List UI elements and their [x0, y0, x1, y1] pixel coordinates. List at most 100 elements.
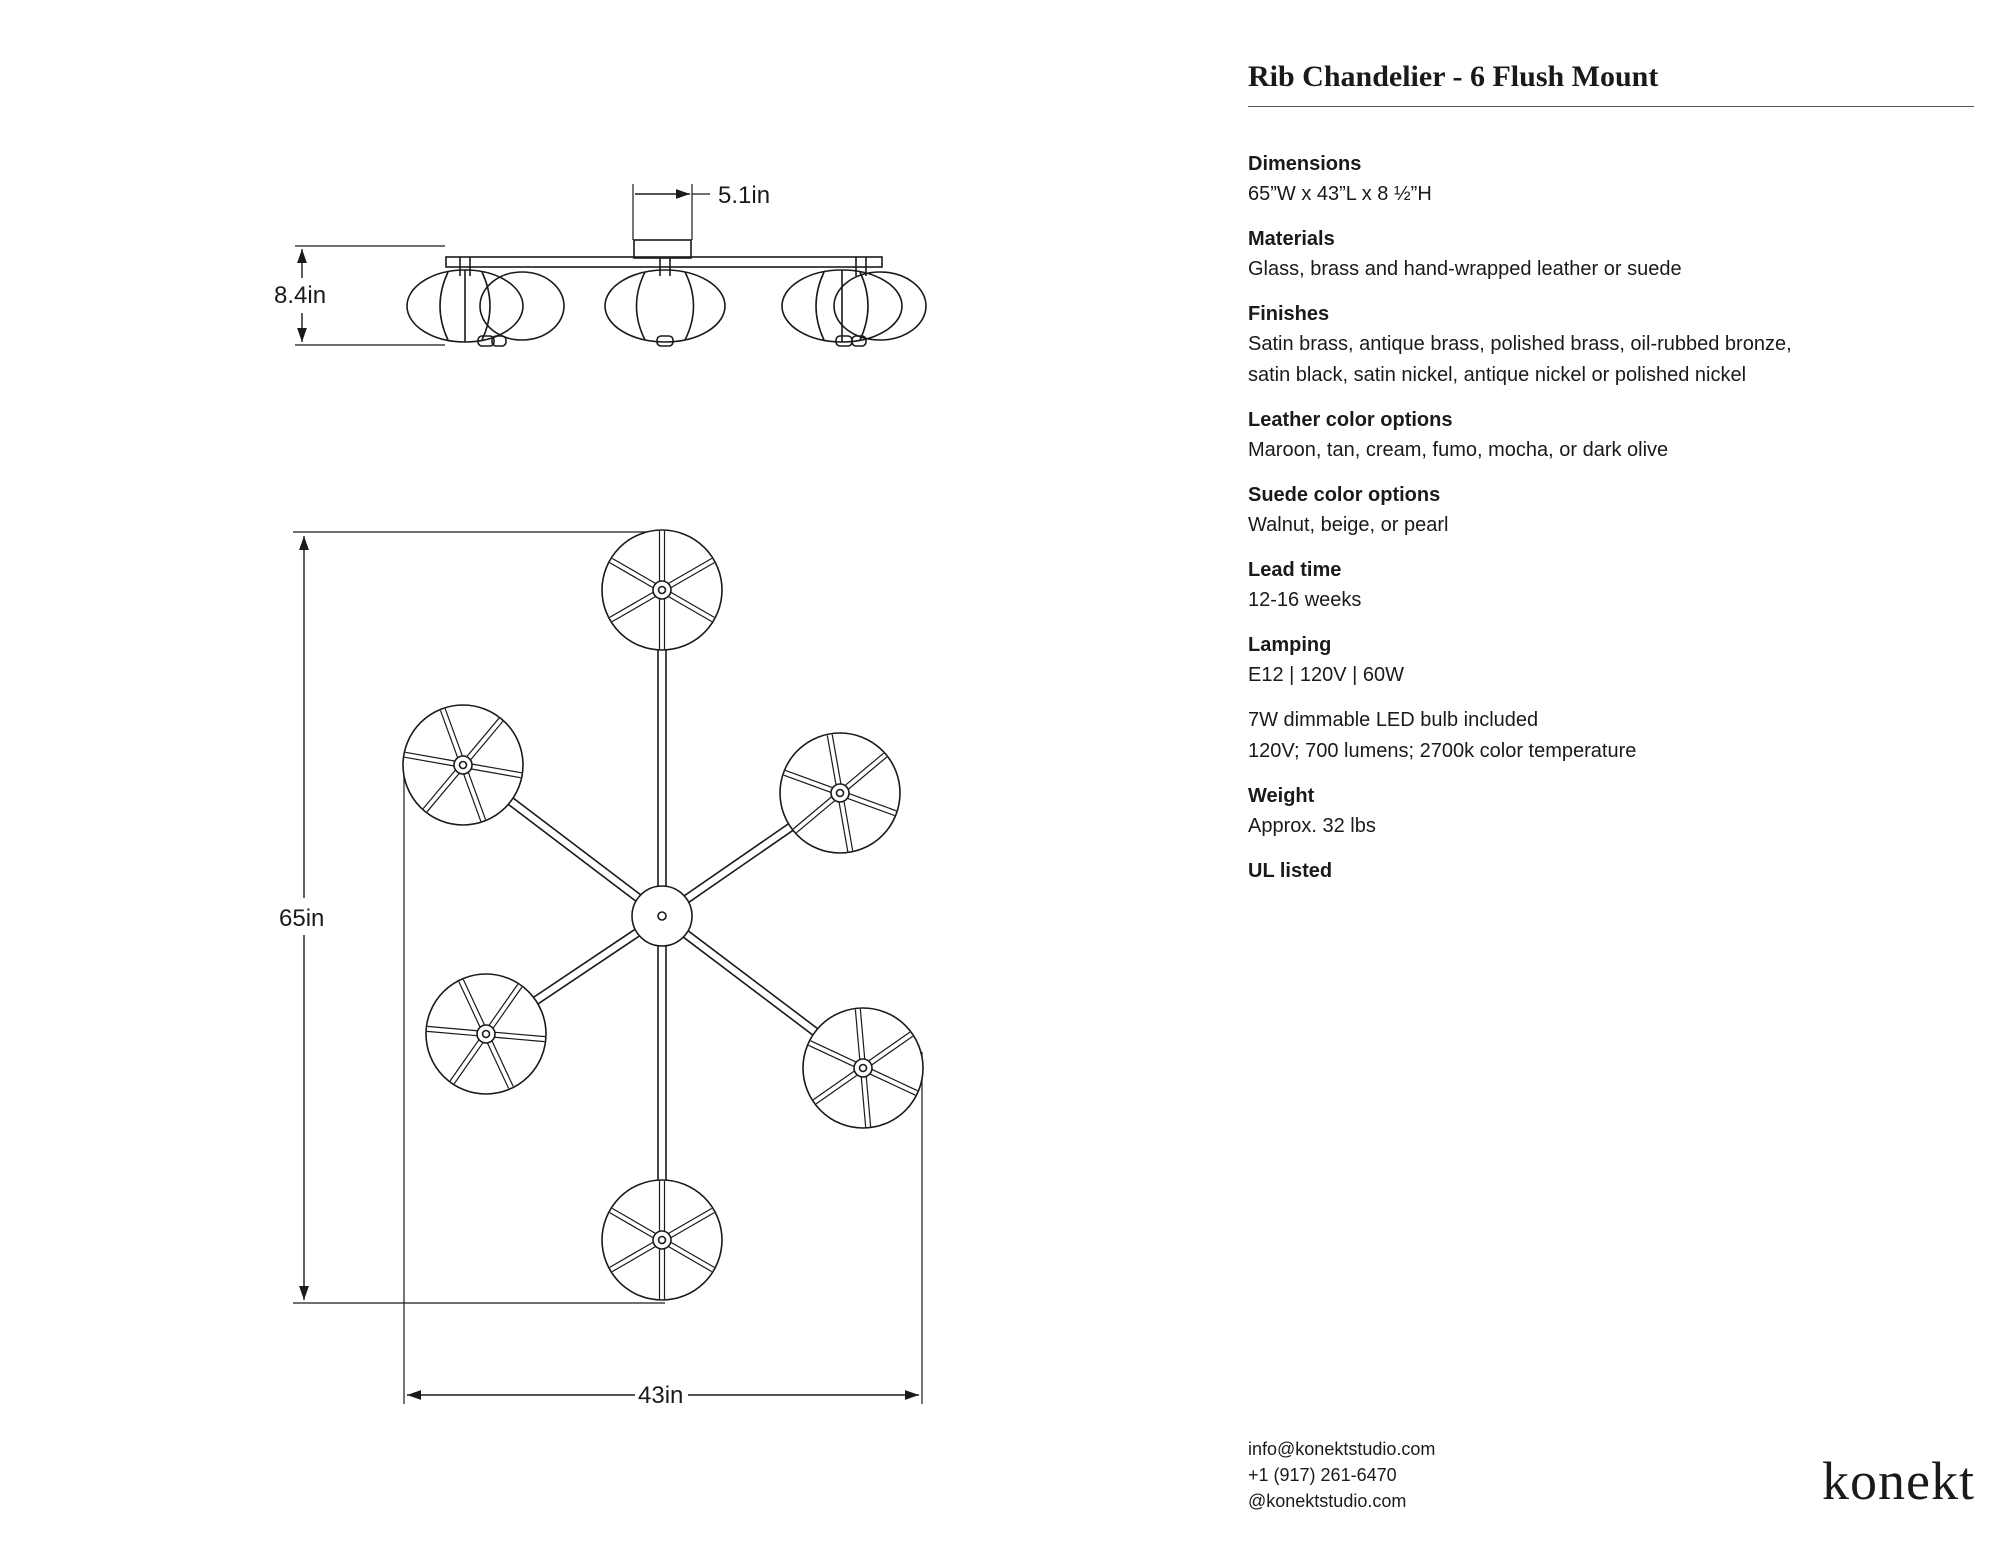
shade-center — [458, 760, 468, 770]
shade-socket — [476, 1024, 496, 1044]
spec-label: UL listed — [1248, 860, 1333, 882]
spec-panel: Rib Chandelier - 6 Flush Mount Dimension… — [1248, 60, 1974, 900]
shade-rib — [611, 596, 656, 623]
shade-rib — [404, 756, 454, 767]
spec-item: 7W dimmable LED bulb included 120V; 700 … — [1248, 705, 1974, 767]
shade-center — [858, 1063, 868, 1073]
shade-rib — [609, 591, 654, 618]
shade-rib — [849, 793, 897, 812]
product-title: Rib Chandelier - 6 Flush Mount — [1248, 60, 1974, 107]
shade-rib — [470, 721, 504, 761]
shade-rib — [471, 768, 521, 779]
shade-rib — [670, 591, 715, 618]
shade-rib — [486, 1042, 510, 1089]
shade-rib — [670, 562, 715, 589]
shade-rib — [860, 1077, 867, 1128]
spec-label: Lead time — [1248, 559, 1342, 581]
shade-rib — [462, 979, 486, 1026]
shade-rib — [792, 796, 832, 830]
shade-rib — [871, 1068, 918, 1092]
shade-6 — [601, 1179, 723, 1301]
shade-rib — [426, 773, 460, 813]
shade-5 — [802, 1007, 924, 1129]
shade-socket — [453, 755, 473, 775]
shade-rib — [426, 1030, 477, 1037]
shade-rib — [449, 1039, 480, 1082]
shade-rib — [859, 1008, 866, 1059]
contact-phone: +1 (917) 261-6470 — [1248, 1465, 1397, 1485]
shade-rib — [844, 752, 884, 786]
spec-value: Maroon, tan, cream, fumo, mocha, or dark… — [1248, 439, 1669, 461]
contact-social[interactable]: @konektstudio.com — [1248, 1491, 1407, 1511]
shade-rib — [668, 1207, 713, 1234]
spec-item: Lead time 12-16 weeks — [1248, 555, 1974, 616]
spec-label: Leather color options — [1248, 409, 1453, 431]
shade-rib — [871, 1035, 914, 1066]
shade-rib — [668, 1246, 713, 1273]
shade-socket — [652, 580, 672, 600]
shade-rib — [492, 986, 523, 1029]
shade-rib — [668, 557, 713, 584]
shade-rib — [810, 1040, 857, 1063]
shade-rib — [422, 769, 456, 809]
shade-center — [835, 788, 845, 798]
shade-center — [481, 1029, 491, 1039]
spec-value: 12-16 weeks — [1248, 589, 1362, 611]
shade-center — [657, 585, 667, 595]
shade-rib — [670, 1241, 715, 1268]
shade-rib — [472, 763, 522, 774]
spec-label: Materials — [1248, 228, 1335, 250]
shade-2 — [402, 704, 524, 826]
shade-rib — [815, 1074, 858, 1105]
spec-label: Finishes — [1248, 303, 1330, 325]
shade-rib — [668, 596, 713, 623]
spec-label: Dimensions — [1248, 153, 1362, 175]
spec-value: Approx. 32 lbs — [1248, 815, 1376, 837]
shade-rib — [439, 710, 459, 758]
shade-rib — [466, 717, 500, 757]
technical-drawing: 5.1in 8.4in 65in 43in — [274, 182, 927, 1409]
contact-email[interactable]: info@konektstudio.com — [1248, 1439, 1436, 1459]
shade-rib — [783, 774, 831, 793]
chandelier-shades — [402, 529, 924, 1301]
shade-center — [657, 1235, 667, 1245]
shade-3 — [779, 732, 901, 854]
shade-rib — [494, 1036, 545, 1043]
shade-rib — [495, 1031, 546, 1038]
spec-value: 65”W x 43”L x 8 ½”H — [1248, 183, 1432, 205]
shade-rib — [843, 801, 854, 851]
dim-top-height-label: 65in — [279, 905, 324, 932]
shade-socket — [652, 1230, 672, 1250]
shade-rib — [609, 562, 654, 589]
shade-rib — [427, 1025, 478, 1032]
shade-rib — [670, 1212, 715, 1239]
side-elevation — [295, 184, 927, 347]
spec-value: Walnut, beige, or pearl — [1248, 514, 1449, 536]
shade-rib — [796, 800, 836, 834]
spec-value: 7W dimmable LED bulb included 120V; 700 … — [1248, 709, 1637, 762]
shade-4 — [425, 973, 547, 1095]
shade-rib — [868, 1031, 911, 1062]
shade-rib — [463, 774, 482, 822]
shade-rib — [611, 1246, 656, 1273]
shade-rib — [854, 1009, 861, 1060]
top-view — [293, 529, 924, 1404]
spec-value: Satin brass, antique brass, polished bra… — [1248, 333, 1792, 386]
spec-label: Suede color options — [1248, 484, 1441, 506]
shade-rib — [491, 1040, 514, 1087]
spec-item: UL listed — [1248, 856, 1974, 886]
shade-rib — [488, 983, 519, 1026]
dim-top-width-label: 43in — [638, 1382, 683, 1409]
brand-logo: konekt — [1822, 1451, 1975, 1511]
shade-rib — [444, 708, 463, 756]
shade-rib — [831, 734, 842, 784]
shade-rib — [847, 797, 895, 817]
shade-rib — [609, 1241, 654, 1268]
shade-rib — [458, 981, 481, 1028]
shade-rib — [848, 756, 888, 790]
dim-side-height-label: 8.4in — [274, 282, 326, 309]
